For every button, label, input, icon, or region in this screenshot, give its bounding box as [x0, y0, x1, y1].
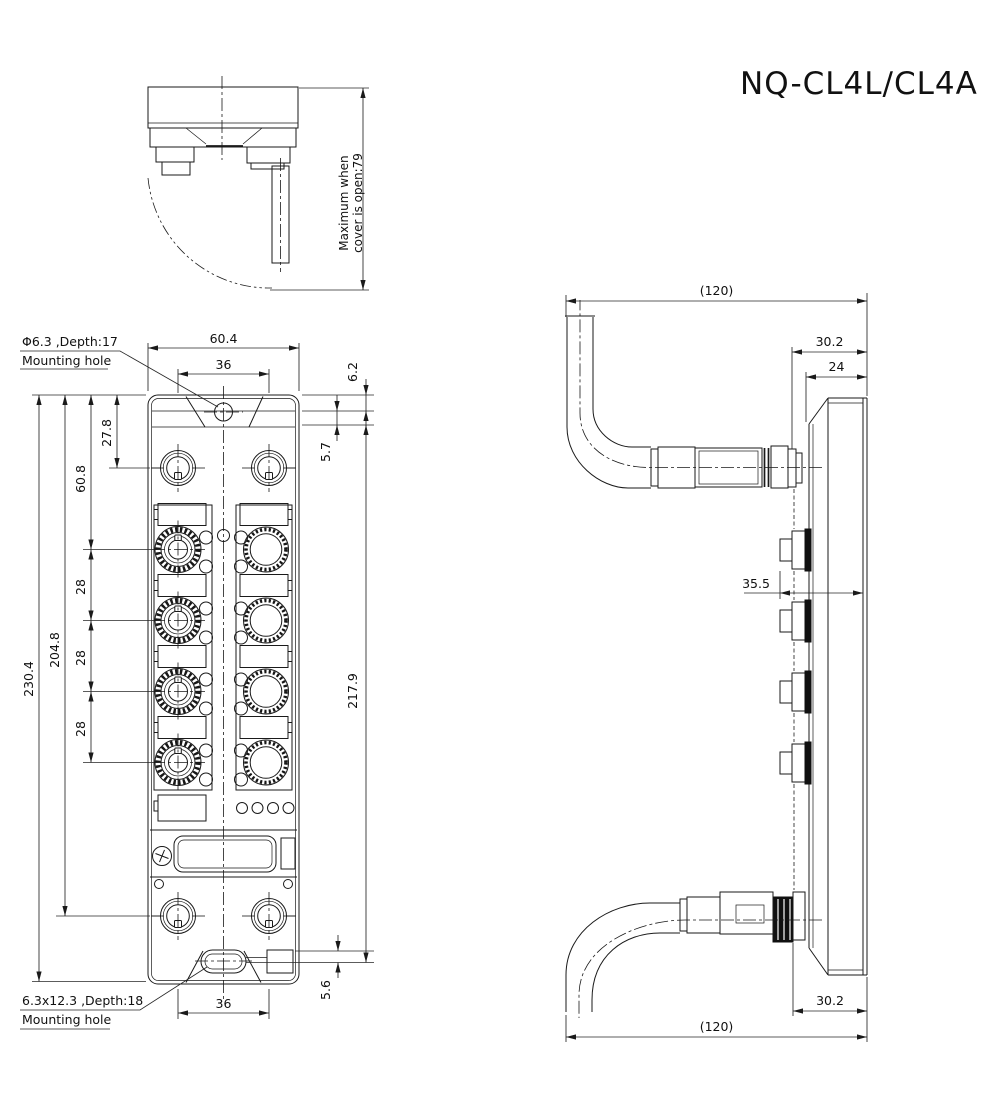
dim-front-bottom-connector: 204.8	[47, 632, 62, 668]
dim-front-pitch-a: 28	[73, 579, 88, 595]
dim-front-top-span: 36	[216, 357, 232, 372]
dim-side-cable-top: (120)	[700, 283, 734, 298]
dim-front-first-connector: 27.8	[99, 419, 114, 447]
dim-front-bezel: 5.7	[318, 442, 333, 462]
note-bottom-hole-2: Mounting hole	[22, 1012, 112, 1027]
note-top-hole-1: Φ6.3 ,Depth:17	[22, 334, 118, 349]
dim-front-face-height: 217.9	[345, 673, 360, 709]
dim-front-overall: 230.4	[21, 661, 36, 697]
note-top-hole-2: Mounting hole	[22, 353, 112, 368]
dim-front-pitch-b: 28	[73, 650, 88, 666]
dim-side-depth-top: 30.2	[816, 334, 844, 349]
top-view	[147, 76, 299, 289]
dim-front-pitch-c: 28	[73, 721, 88, 737]
note-cover-open-2: cover is open:79	[351, 153, 365, 253]
dim-front-bottom-span: 36	[216, 996, 232, 1011]
note-cover-open-1: Maximum when	[337, 155, 351, 250]
side-view	[565, 300, 868, 1018]
dim-side-cable-bottom: (120)	[700, 1019, 734, 1034]
dim-front-width: 60.4	[210, 331, 238, 346]
dim-front-slot-offset: 5.6	[318, 980, 333, 1000]
dim-front-port-row1: 60.8	[73, 465, 88, 493]
dim-side-connector-depth: 35.5	[742, 576, 770, 591]
model-title: NQ-CL4L/CL4A	[740, 66, 978, 102]
dim-side-depth-bottom: 30.2	[816, 993, 844, 1008]
dim-side-body-depth: 24	[829, 359, 845, 374]
front-view	[147, 386, 300, 999]
dim-front-top-offset: 6.2	[345, 362, 360, 382]
note-bottom-hole-1: 6.3x12.3 ,Depth:18	[22, 993, 143, 1008]
